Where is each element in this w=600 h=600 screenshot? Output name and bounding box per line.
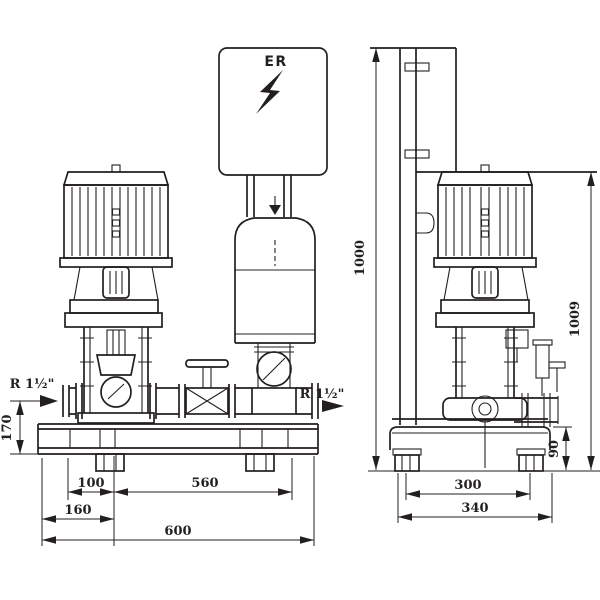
base-frame-side bbox=[368, 418, 600, 472]
side-view: 1000 1009 90 300 340 bbox=[353, 47, 600, 523]
dim-total-width: 600 bbox=[164, 524, 191, 539]
membrane-tank bbox=[234, 196, 316, 388]
dim-connection-height: 1009 bbox=[568, 301, 583, 337]
control-box: ER bbox=[218, 47, 328, 217]
pump-side bbox=[435, 266, 535, 423]
shutoff-valve bbox=[185, 359, 229, 415]
control-box-side bbox=[370, 47, 597, 425]
dim-axis-to-discharge: 560 bbox=[191, 476, 218, 491]
dim-total-depth: 340 bbox=[461, 501, 488, 516]
dimensions-front: 170 100 560 160 600 bbox=[0, 400, 315, 546]
discharge-arrow-icon bbox=[322, 400, 344, 412]
dimensions-side: 1000 1009 90 300 340 bbox=[353, 48, 595, 523]
dim-bolt-spacing: 300 bbox=[454, 478, 481, 493]
pressure-gauge bbox=[100, 376, 132, 408]
motor-side bbox=[433, 164, 537, 268]
fittings-side bbox=[505, 329, 566, 427]
discharge-connection-label: R 1½" bbox=[300, 387, 345, 402]
lightning-bolt-icon bbox=[256, 70, 283, 114]
pump-front bbox=[64, 299, 163, 424]
control-box-label: ER bbox=[264, 54, 287, 70]
dim-pump-axis-offset: 100 bbox=[77, 476, 104, 491]
dim-edge-to-axis: 160 bbox=[64, 503, 91, 518]
dim-suction-height: 170 bbox=[0, 414, 15, 441]
dim-total-height: 1000 bbox=[353, 240, 368, 276]
tank-connection-arrow-icon bbox=[269, 205, 281, 215]
piping-front: R 1½" R 1½" bbox=[10, 359, 345, 419]
front-view: R 1½" R 1½" ER bbox=[0, 47, 345, 546]
dim-frame-height: 90 bbox=[547, 440, 562, 458]
tank-valve bbox=[254, 343, 294, 388]
motor-front bbox=[59, 164, 173, 268]
pump-lantern-front bbox=[73, 266, 159, 301]
base-frame-front bbox=[37, 423, 319, 472]
suction-connection-label: R 1½" bbox=[10, 377, 55, 392]
suction-arrow-icon bbox=[40, 395, 58, 407]
